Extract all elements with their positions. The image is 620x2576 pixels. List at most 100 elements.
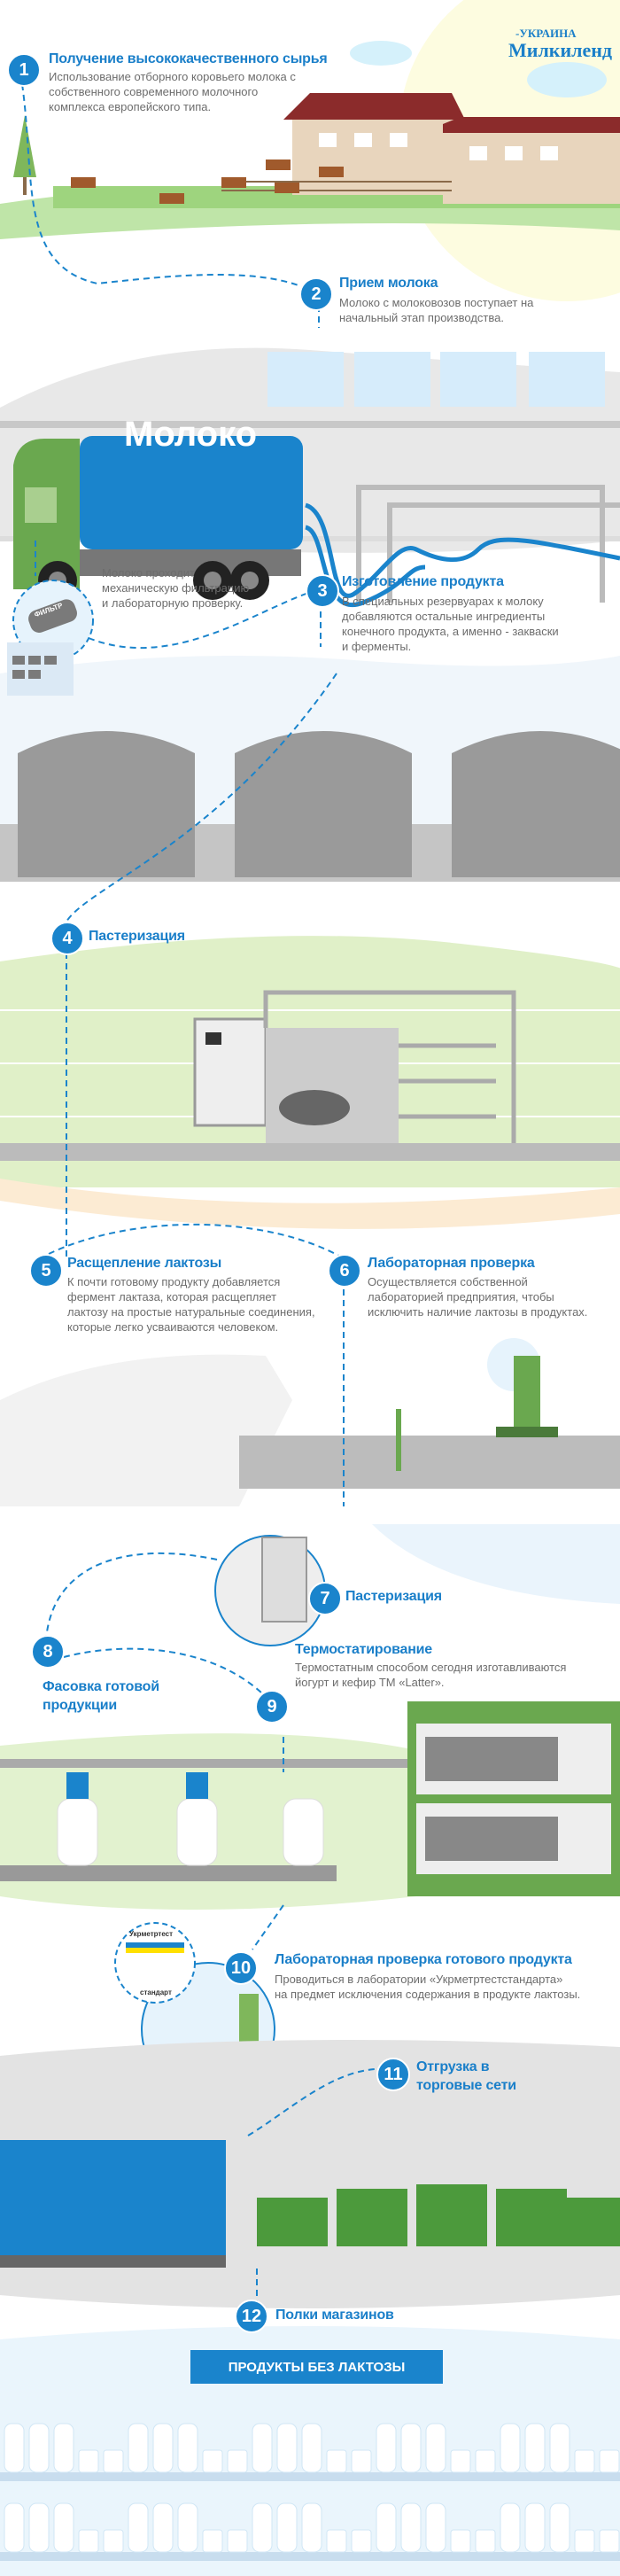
step-5-title: Расщепление лактозы bbox=[67, 1256, 222, 1271]
step-9-title: Термостатирование bbox=[295, 1642, 432, 1657]
milk-bottle bbox=[524, 2502, 546, 2553]
text-line: Термостатным способом сегодня изготавлив… bbox=[295, 1661, 567, 1674]
milk-bottle bbox=[128, 2502, 149, 2553]
shelves-scene bbox=[0, 2326, 620, 2576]
milk-bottle bbox=[549, 2502, 570, 2553]
text-line: исключить наличие лактозы в продуктах. bbox=[368, 1305, 588, 1319]
step-5-text: К почти готовому продукту добавляется фе… bbox=[67, 1274, 315, 1335]
step-8-title: Фасовка готовой продукции bbox=[43, 1677, 159, 1715]
milk-bottle bbox=[152, 2502, 174, 2553]
yogurt-cup bbox=[202, 2529, 223, 2553]
yogurt-cup bbox=[450, 2449, 471, 2473]
step-12-title: Полки магазинов bbox=[275, 2308, 394, 2323]
text-line: механическую фильтрацию bbox=[102, 581, 250, 595]
yogurt-cup bbox=[227, 2529, 248, 2553]
step-6-badge: 6 bbox=[328, 1254, 361, 1288]
yogurt-cup bbox=[475, 2529, 496, 2553]
filling-scene bbox=[0, 1701, 620, 1910]
yogurt-cup bbox=[574, 2449, 595, 2473]
certificate-bottom: стандарт bbox=[140, 1988, 172, 1996]
step-10-title: Лабораторная проверка готового продукта bbox=[275, 1952, 572, 1967]
text-line: и ферменты. bbox=[342, 640, 412, 653]
yogurt-cup bbox=[103, 2449, 124, 2473]
text-line: Проводиться в лаборатории «Укрметртестст… bbox=[275, 1973, 563, 1986]
yogurt-cup bbox=[599, 2529, 620, 2553]
shipping-scene bbox=[0, 2040, 620, 2308]
text-line: лабораторией предприятия, чтобы bbox=[368, 1290, 554, 1304]
text-line: Молоко проходит bbox=[102, 566, 196, 580]
milk-bottle bbox=[4, 2502, 25, 2553]
step-10-text: Проводиться в лаборатории «Укрметртестст… bbox=[275, 1972, 580, 2002]
step-2-text: Молоко с молоковозов поступает на началь… bbox=[339, 295, 533, 325]
text-line: и лабораторную проверку. bbox=[102, 596, 244, 610]
yogurt-cup bbox=[78, 2449, 99, 2473]
step-10-badge: 10 bbox=[224, 1951, 258, 1985]
text-line: фермент лактаза, которая расщепляет bbox=[67, 1290, 277, 1304]
text-line: на предмет исключения содержания в проду… bbox=[275, 1988, 581, 2001]
milk-bottle bbox=[500, 2502, 521, 2553]
milk-bottle bbox=[301, 2502, 322, 2553]
truck-label: Молоко bbox=[124, 415, 257, 454]
text-line: Использование отборного коровьего молока… bbox=[49, 70, 296, 83]
yogurt-cup bbox=[103, 2529, 124, 2553]
milk-bottle bbox=[549, 2423, 570, 2473]
step-4-title: Пастеризация bbox=[89, 929, 185, 944]
step-8-badge: 8 bbox=[31, 1635, 65, 1669]
milk-bottle bbox=[500, 2423, 521, 2473]
text-line: комплекса европейского типа. bbox=[49, 100, 212, 113]
milk-bottle bbox=[152, 2423, 174, 2473]
yogurt-cup bbox=[574, 2529, 595, 2553]
step-6-title: Лабораторная проверка bbox=[368, 1256, 535, 1271]
step-12-badge: 12 bbox=[235, 2300, 268, 2333]
milk-bottle bbox=[425, 2423, 446, 2473]
milk-bottle bbox=[376, 2502, 397, 2553]
text-line: йогурт и кефир ТМ «Latter». bbox=[295, 1676, 445, 1689]
pasteurization-scene bbox=[0, 936, 620, 1229]
lactose-lab-scene bbox=[0, 1338, 620, 1506]
certificate-top: Укрметртест bbox=[129, 1930, 174, 1938]
lactose-free-banner: ПРОДУКТЫ БЕЗ ЛАКТОЗЫ bbox=[190, 2350, 443, 2384]
title-line: Отгрузка в bbox=[416, 2059, 490, 2074]
step-7-title: Пастеризация bbox=[345, 1589, 442, 1604]
yogurt-cup bbox=[599, 2449, 620, 2473]
step-1-title: Получение высококачественного сырья bbox=[49, 51, 328, 66]
step-9-text: Термостатным способом сегодня изготавлив… bbox=[295, 1660, 566, 1690]
title-line: торговые сети bbox=[416, 2078, 516, 2093]
milk-bottle bbox=[276, 2502, 298, 2553]
step-1-text: Использование отборного коровьего молока… bbox=[49, 69, 296, 114]
milk-bottle bbox=[4, 2423, 25, 2473]
text-line: добавляются остальные ингредиенты bbox=[342, 610, 546, 623]
yogurt-cup bbox=[78, 2529, 99, 2553]
text-line: Молоко с молоковозов поступает на bbox=[339, 296, 534, 309]
step-9-badge: 9 bbox=[255, 1690, 289, 1724]
brand-name: Милкиленд bbox=[508, 39, 613, 61]
text-line: В специальных резервуарах к молоку bbox=[342, 595, 544, 608]
text-line: собственного современного молочного bbox=[49, 85, 259, 98]
milk-bottle bbox=[177, 2502, 198, 2553]
milk-bottle bbox=[28, 2502, 50, 2553]
milk-bottle bbox=[53, 2502, 74, 2553]
yogurt-cup bbox=[450, 2529, 471, 2553]
step-2-badge: 2 bbox=[299, 277, 333, 311]
milk-bottle bbox=[524, 2423, 546, 2473]
milk-bottle bbox=[301, 2423, 322, 2473]
text-line: лактозу на простые натуральные соединени… bbox=[67, 1305, 315, 1319]
step-11-badge: 11 bbox=[376, 2058, 410, 2091]
step-2-title: Прием молока bbox=[339, 276, 438, 291]
text-line: начальный этап производства. bbox=[339, 311, 504, 324]
yogurt-cup bbox=[227, 2449, 248, 2473]
brand-prefix: -УКРАИНА bbox=[515, 27, 577, 40]
milk-bottle bbox=[177, 2423, 198, 2473]
milk-bottle bbox=[276, 2423, 298, 2473]
text-line: К почти готовому продукту добавляется bbox=[67, 1275, 281, 1288]
milk-bottle bbox=[425, 2502, 446, 2553]
yogurt-cup bbox=[202, 2449, 223, 2473]
milk-bottle bbox=[376, 2423, 397, 2473]
yogurt-cup bbox=[326, 2529, 347, 2553]
step-6-text: Осуществляется собственной лабораторией … bbox=[368, 1274, 587, 1319]
milk-bottle bbox=[28, 2423, 50, 2473]
step-1-badge: 1 bbox=[7, 53, 41, 87]
process-path bbox=[21, 83, 391, 2304]
